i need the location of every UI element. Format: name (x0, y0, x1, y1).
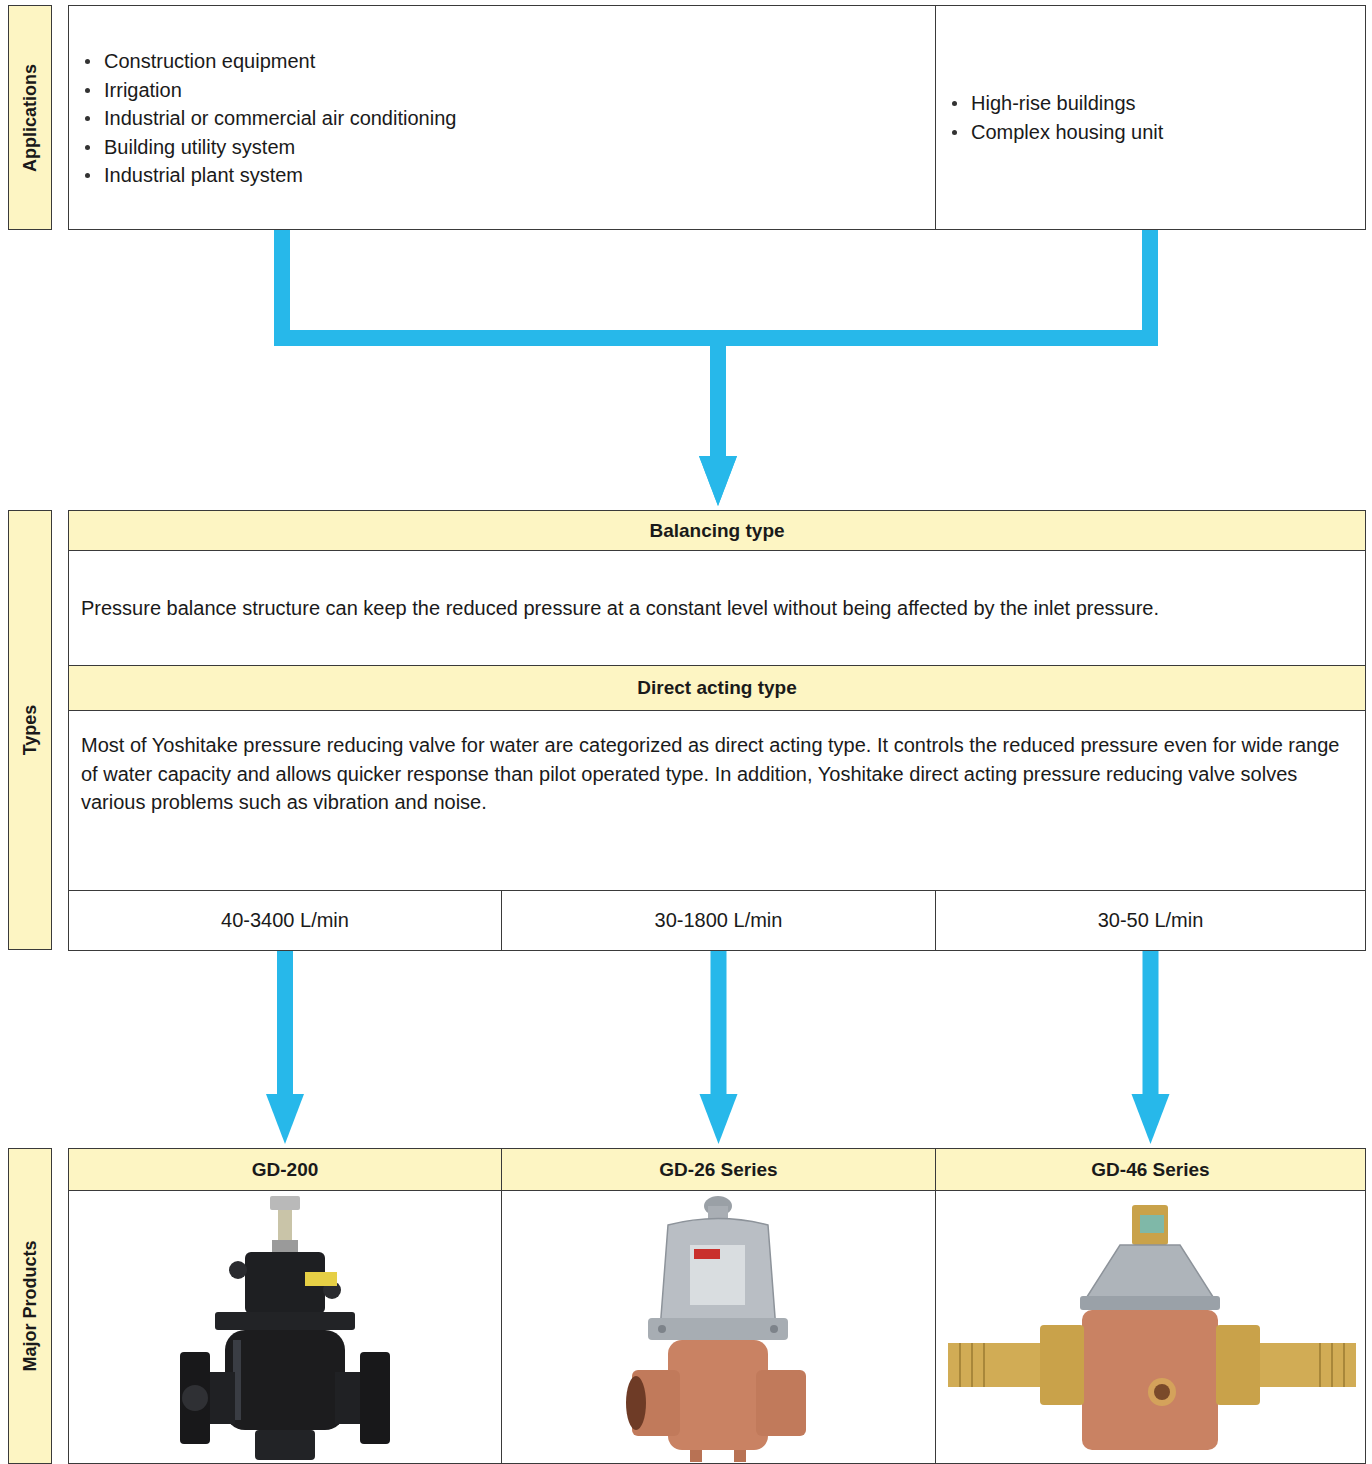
type-section: Balancing typePressure balance structure… (68, 510, 1366, 666)
connector-line (1143, 951, 1159, 1095)
gd-200-valve (180, 1196, 390, 1460)
port (229, 1261, 247, 1279)
bolt (658, 1325, 666, 1333)
arrow-head (699, 456, 737, 506)
bullet-item: High-rise buildings (971, 89, 1345, 118)
bullet-item: Irrigation (104, 76, 915, 105)
section-body: Pressure balance structure can keep the … (69, 551, 1365, 665)
flow-arrow (700, 951, 738, 1144)
lock-nut (272, 1240, 298, 1252)
bullet-item: Complex housing unit (971, 118, 1345, 147)
gd-46-valve (948, 1205, 1356, 1450)
section-heading: Balancing type (69, 511, 1365, 551)
flow-arrow (266, 951, 304, 1144)
side-band: Applications (8, 5, 52, 230)
flow-range: 30-1800 L/min (655, 909, 783, 932)
product-cell: GD-26 Series (501, 1148, 936, 1464)
product-name: GD-26 Series (502, 1149, 935, 1191)
label (1140, 1215, 1164, 1233)
side-flange (360, 1352, 390, 1444)
connector-line (282, 230, 718, 457)
cap (1132, 1205, 1168, 1245)
label-plate (690, 1245, 745, 1305)
valve-body (1082, 1310, 1218, 1450)
flange-ring (648, 1318, 788, 1340)
union-nut (1216, 1325, 1260, 1405)
section-body: Most of Yoshitake pressure reducing valv… (69, 711, 1365, 890)
side-label: Applications (19, 63, 41, 171)
arrow-head (1132, 1094, 1170, 1144)
flow-range: 30-50 L/min (1098, 909, 1204, 932)
side-label: Major Products (19, 1240, 41, 1371)
product-cell: GD-200 (68, 1148, 502, 1464)
side-band: Major Products (8, 1148, 52, 1464)
bottom-cap (255, 1430, 315, 1460)
flow-range-cell: 40-3400 L/min (68, 890, 502, 951)
port-opening (626, 1376, 646, 1430)
outlet-port (756, 1370, 806, 1436)
valve-body (225, 1330, 345, 1430)
lug (690, 1450, 702, 1462)
plug (1154, 1384, 1170, 1400)
flow-range-cell: 30-50 L/min (935, 890, 1366, 951)
connector-line (711, 951, 727, 1095)
arrow-head (699, 456, 737, 506)
label-plate (305, 1272, 337, 1286)
flange-ring (1080, 1296, 1220, 1310)
flow-arrow (1132, 951, 1170, 1144)
bolt (770, 1325, 778, 1333)
arrow-head (700, 1094, 738, 1144)
pipe-fitting (948, 1343, 1043, 1387)
pipe-fitting (1258, 1343, 1356, 1387)
connector-line (718, 230, 1150, 457)
flow-range: 40-3400 L/min (221, 909, 349, 932)
flow-range-cell: 30-1800 L/min (501, 890, 936, 951)
gd-26-valve (626, 1196, 806, 1462)
flange-face (182, 1385, 208, 1411)
adjusting-screw (278, 1210, 292, 1244)
application-list: Construction equipmentIrrigationIndustri… (68, 5, 936, 230)
flow-arrow (282, 230, 737, 506)
valve-body (668, 1340, 768, 1450)
bullet-item: Construction equipment (104, 47, 915, 76)
bonnet (660, 1219, 776, 1331)
side-label: Types (19, 705, 41, 756)
union-nut (1040, 1325, 1084, 1405)
product-cell: GD-46 Series (935, 1148, 1366, 1464)
side-flange (180, 1352, 210, 1444)
product-name: GD-46 Series (936, 1149, 1365, 1191)
arrow-head (266, 1094, 304, 1144)
application-list: High-rise buildingsComplex housing unit (935, 5, 1366, 230)
type-section: Direct acting typeMost of Yoshitake pres… (68, 665, 1366, 891)
bolt-head (270, 1196, 300, 1210)
side-band: Types (8, 510, 52, 950)
bullet-item: Building utility system (104, 133, 915, 162)
bonnet (1085, 1245, 1215, 1300)
connector-line (277, 951, 293, 1095)
bullet-item: Industrial or commercial air conditionin… (104, 104, 915, 133)
flow-arrow (699, 230, 1150, 506)
flange-ring (215, 1312, 355, 1330)
product-name: GD-200 (69, 1149, 501, 1191)
thread-lines (960, 1343, 1344, 1387)
lug (734, 1450, 746, 1462)
label-mark (694, 1249, 720, 1259)
plug-ring (1148, 1378, 1176, 1406)
section-heading: Direct acting type (69, 666, 1365, 711)
bullet-item: Industrial plant system (104, 161, 915, 190)
